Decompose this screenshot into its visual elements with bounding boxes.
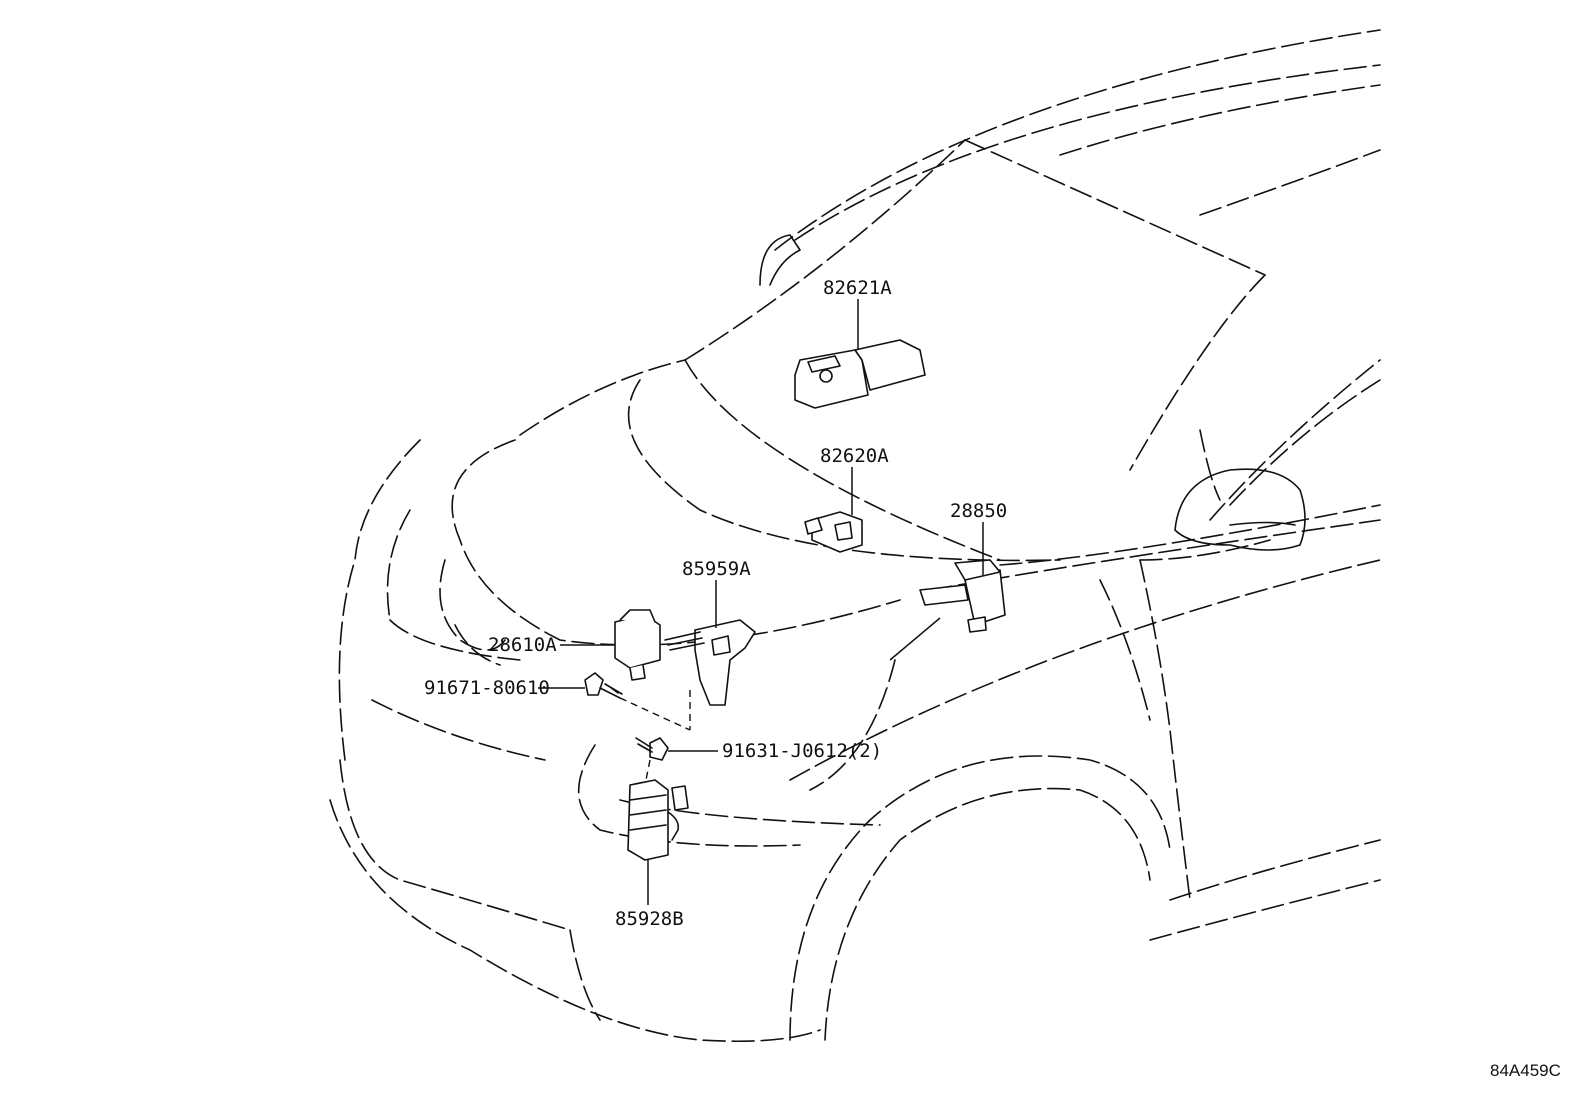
part-82621A-shape xyxy=(794,299,926,409)
part-85959A-shape xyxy=(664,580,756,706)
label-85959A: 85959A xyxy=(682,558,751,580)
diagram-code: 84A459C xyxy=(1490,1061,1561,1080)
label-82621A: 82621A xyxy=(823,277,892,299)
label-85928B: 85928B xyxy=(615,908,684,930)
label-91671-80610: 91671-80610 xyxy=(424,677,550,699)
label-28850: 28850 xyxy=(950,500,1007,522)
part-85928B-shape xyxy=(627,779,689,905)
part-91671-80610-shape xyxy=(538,672,691,731)
label-91631-J0612: 91631-J0612(2) xyxy=(722,740,882,762)
part-labels: 82621A 82620A 28850 85959A 28610A 91671-… xyxy=(424,277,1561,1080)
vehicle-outline xyxy=(329,29,1381,1043)
part-91631-J0612-shape xyxy=(635,690,718,786)
label-82620A: 82620A xyxy=(820,445,889,467)
part-28850-shape xyxy=(889,522,1006,661)
part-28610A-shape xyxy=(560,609,661,681)
label-28610A: 28610A xyxy=(488,634,557,656)
part-82620A-shape xyxy=(804,467,863,553)
